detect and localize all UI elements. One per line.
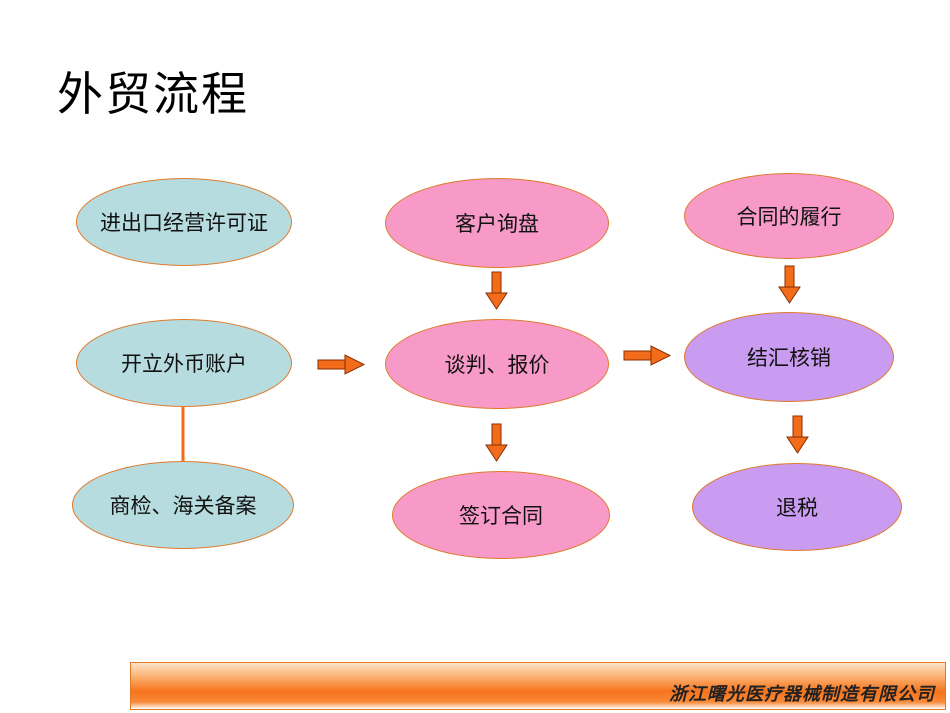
- down-arrow-icon: [485, 423, 508, 462]
- node-negotiation-quote: 谈判、报价: [385, 319, 609, 409]
- node-label: 商检、海关备案: [109, 494, 257, 518]
- node-tax-refund: 退税: [692, 463, 902, 551]
- down-arrow-icon: [778, 265, 801, 304]
- node-label: 退税: [776, 496, 818, 520]
- down-arrow-icon: [786, 415, 809, 454]
- node-label: 客户询盘: [455, 212, 539, 236]
- node-label: 谈判、报价: [444, 353, 550, 377]
- right-arrow-icon: [317, 354, 366, 375]
- node-label: 开立外币账户: [121, 352, 247, 376]
- page-title: 外贸流程: [57, 67, 249, 121]
- node-contract-performance: 合同的履行: [684, 173, 894, 259]
- node-label: 签订合同: [459, 504, 543, 528]
- node-forex-verification: 结汇核销: [684, 312, 894, 402]
- down-arrow-icon: [485, 271, 508, 310]
- node-business-license: 进出口经营许可证: [76, 178, 292, 266]
- node-customer-inquiry: 客户询盘: [385, 178, 609, 268]
- node-label: 结汇核销: [747, 346, 831, 370]
- right-arrow-icon: [623, 345, 672, 366]
- node-label: 进出口经营许可证: [100, 211, 268, 235]
- footer-banner: 浙江曙光医疗器械制造有限公司: [130, 662, 946, 710]
- node-sign-contract: 签订合同: [392, 471, 610, 559]
- company-name: 浙江曙光医疗器械制造有限公司: [669, 684, 935, 705]
- node-customs-registration: 商检、海关备案: [72, 461, 294, 549]
- node-foreign-currency-account: 开立外币账户: [76, 319, 292, 407]
- node-label: 合同的履行: [736, 205, 842, 229]
